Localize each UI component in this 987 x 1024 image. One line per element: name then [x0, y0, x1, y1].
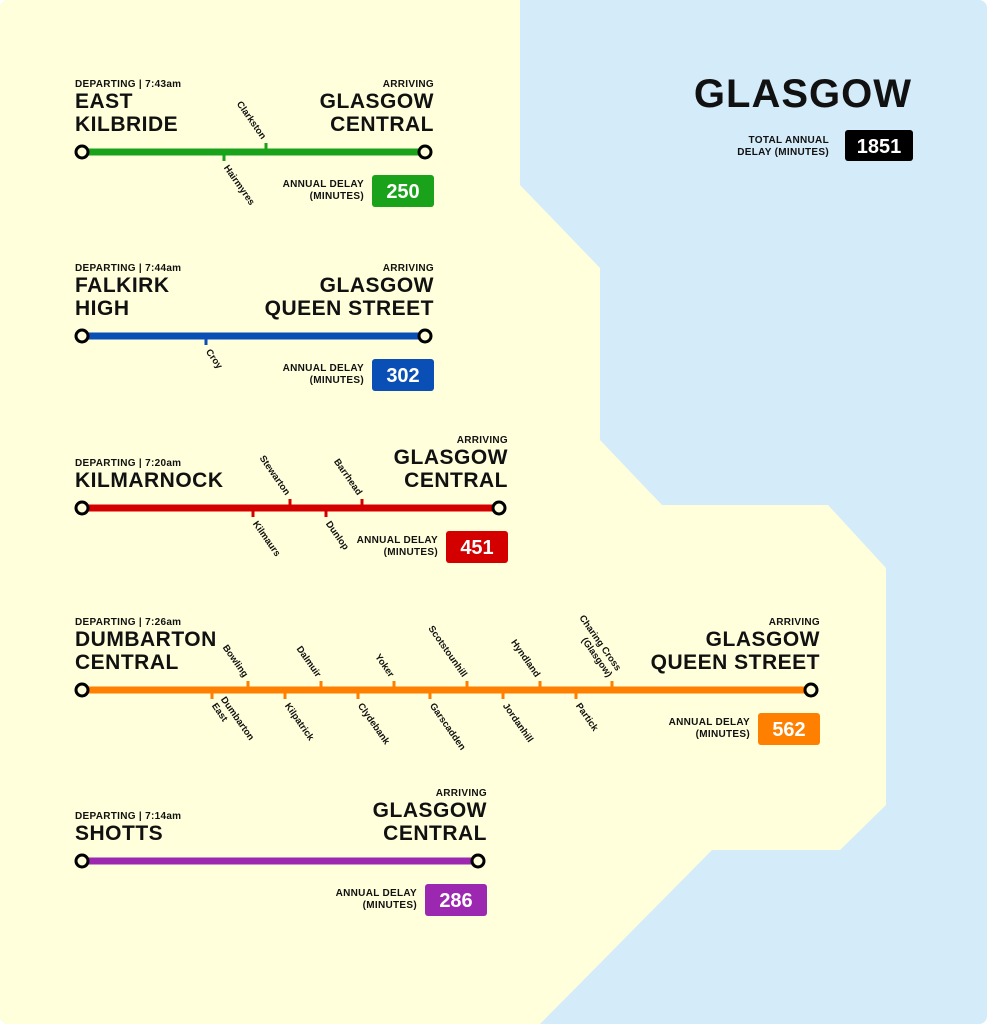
destination-name: CENTRAL: [383, 822, 487, 845]
total-delay-value: 1851: [857, 136, 902, 158]
destination-name: GLASGOW: [320, 90, 434, 113]
total-delay-box: [845, 130, 913, 161]
origin-name: KILMARNOCK: [75, 469, 223, 492]
destination-name: GLASGOW: [394, 446, 508, 469]
origin-name: SHOTTS: [75, 822, 163, 845]
arriving-label: ARRIVING: [436, 788, 487, 799]
total-label: DELAY (MINUTES): [737, 147, 829, 158]
annual-delay-box: [425, 884, 487, 916]
departing-label: DEPARTING | 7:44am: [75, 263, 181, 274]
annual-delay-box: [758, 713, 820, 745]
annual-delay-label: (MINUTES): [310, 375, 364, 386]
destination-name: GLASGOW: [320, 274, 434, 297]
origin-name: DUMBARTON: [75, 628, 217, 651]
destination-name: GLASGOW: [706, 628, 820, 651]
destination-name: CENTRAL: [330, 113, 434, 136]
destination-stop-icon: [417, 144, 433, 160]
origin-stop-icon: [74, 500, 90, 516]
origin-name: KILBRIDE: [75, 113, 178, 136]
annual-delay-value: 302: [386, 365, 419, 387]
destination-stop-icon: [417, 328, 433, 344]
annual-delay-label: (MINUTES): [310, 191, 364, 202]
annual-delay-value: 562: [772, 719, 805, 741]
annual-delay-label: (MINUTES): [384, 547, 438, 558]
origin-name: EAST: [75, 90, 133, 113]
destination-stop-icon: [470, 853, 486, 869]
destination-name: QUEEN STREET: [651, 651, 820, 674]
annual-delay-box: [446, 531, 508, 563]
arriving-label: ARRIVING: [769, 617, 820, 628]
annual-delay-value: 286: [439, 890, 472, 912]
arriving-label: ARRIVING: [457, 435, 508, 446]
destination-stop-icon: [803, 682, 819, 698]
annual-delay-label: (MINUTES): [696, 729, 750, 740]
annual-delay-value: 451: [460, 537, 493, 559]
land-area: [0, 0, 886, 1024]
destination-name: CENTRAL: [404, 469, 508, 492]
departing-label: DEPARTING | 7:14am: [75, 811, 181, 822]
city-title: GLASGOW: [694, 72, 912, 116]
annual-delay-label: (MINUTES): [363, 900, 417, 911]
destination-name: GLASGOW: [373, 799, 487, 822]
departing-label: DEPARTING | 7:20am: [75, 458, 181, 469]
annual-delay-label: ANNUAL DELAY: [669, 717, 750, 728]
departing-label: DEPARTING | 7:26am: [75, 617, 181, 628]
origin-stop-icon: [74, 853, 90, 869]
annual-delay-label: ANNUAL DELAY: [283, 179, 364, 190]
annual-delay-label: ANNUAL DELAY: [283, 363, 364, 374]
annual-delay-box: [372, 359, 434, 391]
annual-delay-label: ANNUAL DELAY: [357, 535, 438, 546]
origin-stop-icon: [74, 328, 90, 344]
destination-stop-icon: [491, 500, 507, 516]
annual-delay-label: ANNUAL DELAY: [336, 888, 417, 899]
arriving-label: ARRIVING: [383, 263, 434, 274]
departing-label: DEPARTING | 7:43am: [75, 79, 181, 90]
origin-name: CENTRAL: [75, 651, 179, 674]
origin-name: FALKIRK: [75, 274, 170, 297]
annual-delay-box: [372, 175, 434, 207]
annual-delay-value: 250: [386, 181, 419, 203]
arriving-label: ARRIVING: [383, 79, 434, 90]
origin-name: HIGH: [75, 297, 130, 320]
origin-stop-icon: [74, 144, 90, 160]
origin-stop-icon: [74, 682, 90, 698]
destination-name: QUEEN STREET: [265, 297, 434, 320]
total-label: TOTAL ANNUAL: [749, 135, 829, 146]
